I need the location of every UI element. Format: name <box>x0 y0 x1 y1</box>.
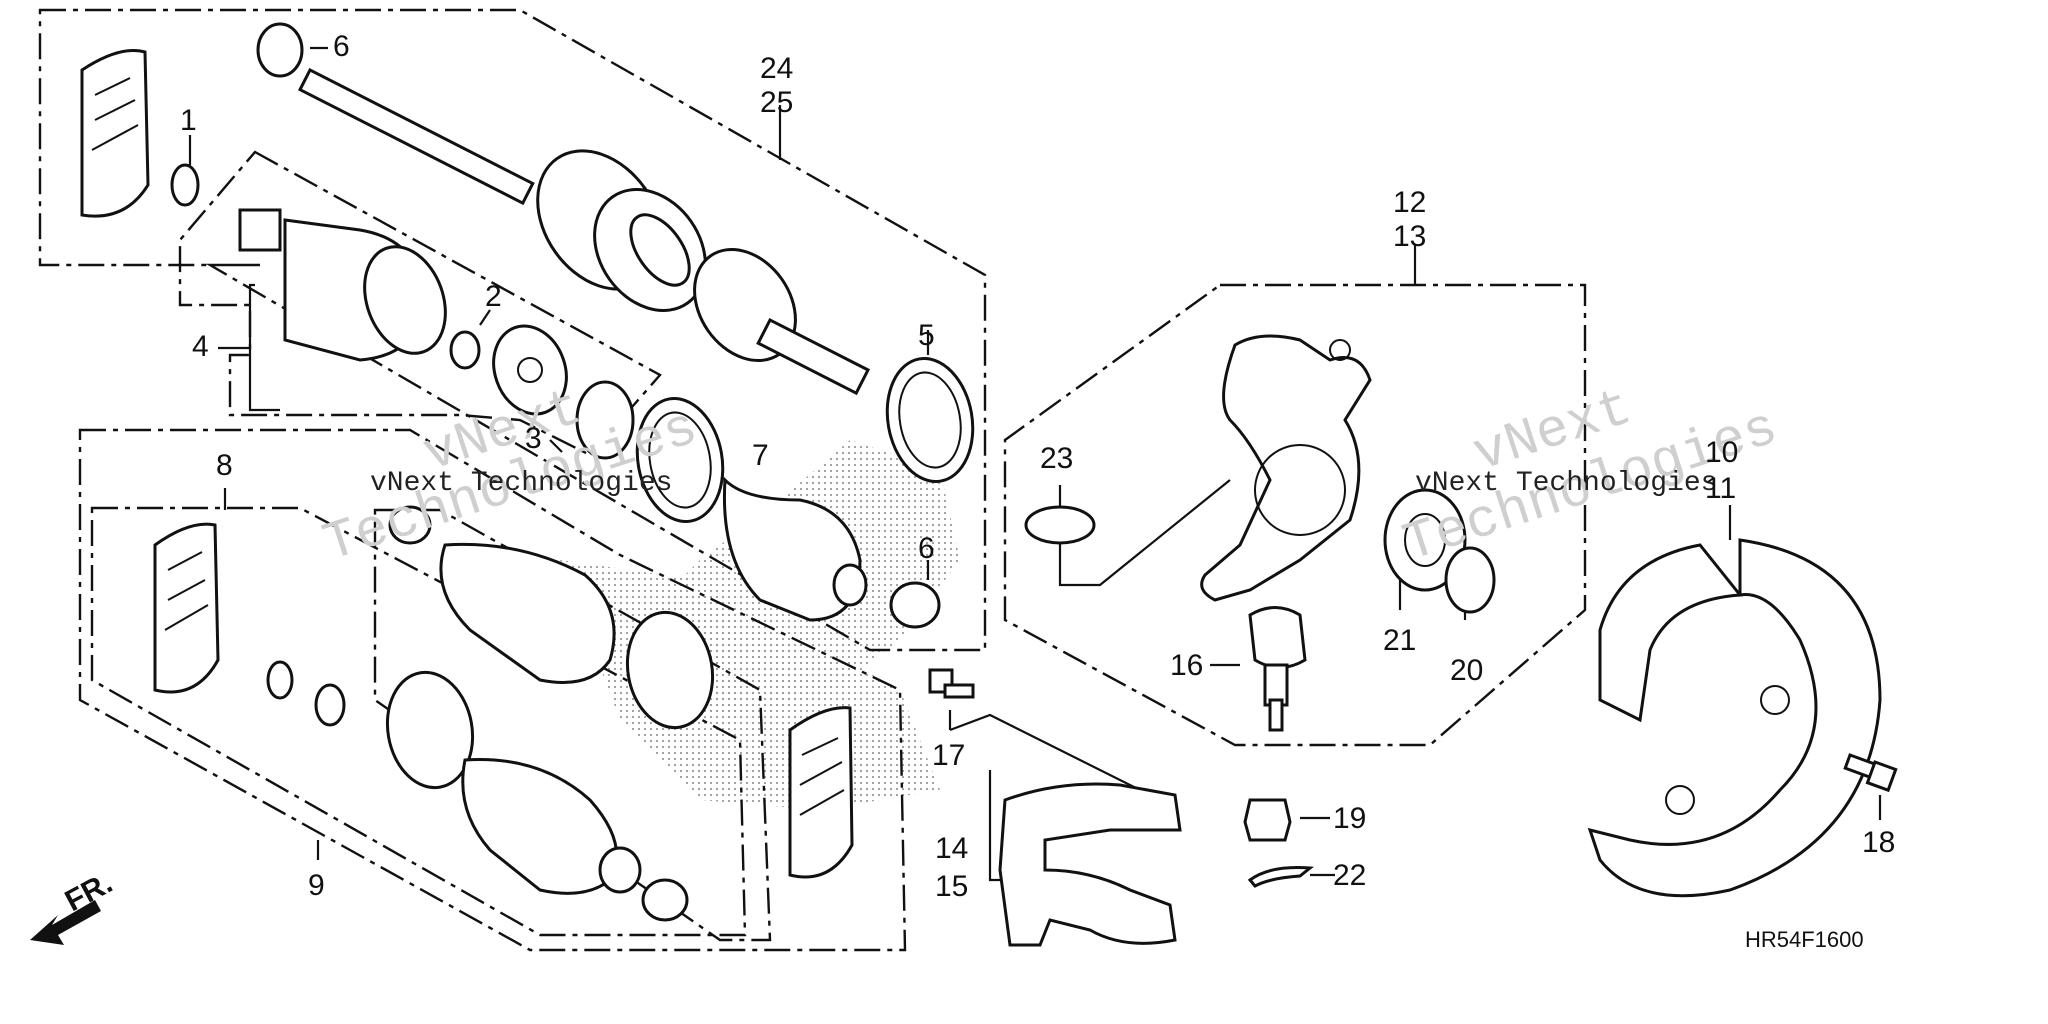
callout-1: 1 <box>180 104 197 137</box>
spider-bearing <box>492 324 568 416</box>
callout-13: 13 <box>1393 220 1426 253</box>
callout-4: 4 <box>192 330 209 363</box>
driveshaft-assembly <box>297 67 871 396</box>
diagram-code: HR54F1600 <box>1745 927 1864 952</box>
callout-8: 8 <box>216 449 233 482</box>
callout-15: 15 <box>935 870 968 903</box>
bolt-17 <box>928 668 975 699</box>
callout-12: 12 <box>1393 186 1426 219</box>
bolt-18 <box>1843 753 1898 793</box>
group-box-boot-kit-inner <box>90 506 747 937</box>
watermark-company-left: vNext Technologies <box>370 468 672 499</box>
ball-joint-16 <box>1248 606 1307 732</box>
callout-18: 18 <box>1862 826 1895 859</box>
callout-14: 14 <box>935 832 968 865</box>
direction-label: FR. <box>60 866 118 918</box>
boot-band-5 <box>885 357 975 483</box>
boot-band-6-bottom <box>889 581 941 629</box>
boot-band-6-top <box>256 22 304 78</box>
callout-24: 24 <box>760 52 793 85</box>
callout-23: 23 <box>1040 442 1073 475</box>
instruction-label-top <box>80 48 150 218</box>
circlip-20 <box>1444 546 1496 614</box>
callout-10: 10 <box>1705 436 1738 469</box>
callout-16: 16 <box>1170 649 1203 682</box>
boot-band-small-left <box>388 505 432 545</box>
instruction-label-right <box>788 706 854 879</box>
callout-7: 7 <box>752 439 769 472</box>
bracket-14 <box>998 782 1182 947</box>
inboard-joint-4 <box>238 208 447 362</box>
callout-5: 5 <box>918 319 935 352</box>
instruction-label-left <box>153 522 220 694</box>
watermark-left: vNext Technologies vNext Technologies <box>316 378 705 576</box>
callout-6-bottom: 6 <box>918 532 935 565</box>
clip-23 <box>1024 505 1096 545</box>
circlip-9b <box>314 683 346 727</box>
circlip-1 <box>170 163 200 207</box>
group-box-boot-kit-mid <box>373 508 772 942</box>
callout-numbers: 6 1 24 25 2 4 3 5 7 6 8 9 12 13 23 21 20… <box>180 30 1895 903</box>
bearing-21 <box>1383 488 1467 592</box>
knuckle-12 <box>1200 334 1372 602</box>
callout-6-top: 6 <box>333 30 350 63</box>
callout-9: 9 <box>308 869 325 902</box>
group-box-knuckle <box>1003 283 1587 747</box>
callout-22: 22 <box>1333 859 1366 892</box>
callout-25: 25 <box>760 86 793 119</box>
callout-19: 19 <box>1333 802 1366 835</box>
boot-band-7 <box>635 397 725 523</box>
callout-17: 17 <box>932 739 965 772</box>
nut-19 <box>1243 798 1292 842</box>
group-box-boot-kit-top <box>78 428 907 952</box>
callout-20: 20 <box>1450 654 1483 687</box>
boot-upper <box>722 476 868 622</box>
callout-21: 21 <box>1383 624 1416 657</box>
cotter-pin-22 <box>1247 866 1314 888</box>
boot-lower <box>461 758 689 922</box>
watermark-company-right: vNext Technologies <box>1415 468 1717 499</box>
callout-11: 11 <box>1705 472 1736 505</box>
disc-shield-10 <box>1587 538 1882 898</box>
circlip-9a <box>266 660 294 700</box>
boot-middle <box>385 542 715 790</box>
callout-3: 3 <box>525 422 542 455</box>
snap-ring-2 <box>449 330 481 370</box>
front-direction-arrow-icon <box>30 900 101 945</box>
callout-2: 2 <box>485 280 502 313</box>
stopper-ring-3 <box>575 380 635 460</box>
